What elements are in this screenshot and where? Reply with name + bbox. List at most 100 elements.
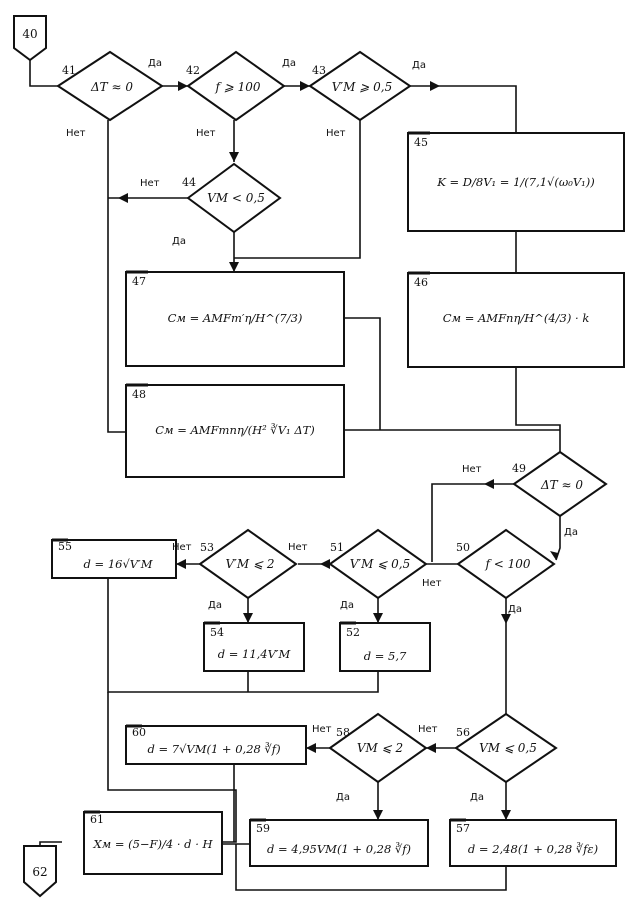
connector-57-merge (235, 844, 507, 891)
label-56-yes: Да (470, 792, 484, 803)
label-50-no: Нет (422, 578, 442, 589)
connector-43-45 (410, 85, 517, 133)
decision-56[interactable]: 56 VM ⩽ 0,5 (454, 712, 558, 784)
connector-merge-61 (107, 692, 237, 843)
decision-50[interactable]: 50 f < 100 (456, 528, 556, 600)
connector-40-41 (29, 60, 58, 87)
connector-46-49 (515, 368, 561, 452)
label-43-no: Нет (326, 128, 346, 139)
process-57-number: 57 (456, 822, 470, 835)
label-49-yes: Да (564, 527, 578, 538)
decision-53-number: 53 (200, 541, 214, 554)
decision-41[interactable]: 41 ΔT ≈ 0 (56, 50, 164, 122)
process-46-number: 46 (414, 276, 428, 289)
process-59-formula: d = 4,95VM(1 + 0,28 ∛f) (267, 842, 411, 856)
decision-49-condition: ΔT ≈ 0 (540, 478, 583, 492)
decision-41-number: 41 (62, 64, 76, 77)
process-54-number: 54 (210, 626, 224, 639)
decision-51-number: 51 (330, 541, 344, 554)
decision-50-condition: f < 100 (484, 557, 530, 571)
process-59-number: 59 (256, 822, 270, 835)
decision-42-number: 42 (186, 64, 200, 77)
label-53-no: Нет (172, 542, 192, 553)
decision-49[interactable]: 49 ΔT ≈ 0 (512, 450, 608, 518)
process-45-number: 45 (414, 136, 428, 149)
connectors (29, 60, 561, 891)
label-44-no: Нет (140, 178, 160, 189)
process-59[interactable]: 59 d = 4,95VM(1 + 0,28 ∛f) (249, 818, 429, 867)
process-61-number: 61 (90, 813, 104, 826)
terminal-40[interactable]: 40 (13, 15, 47, 62)
process-52-number: 52 (346, 626, 360, 639)
decision-43-condition: V′M ⩾ 0,5 (332, 80, 392, 94)
label-49-no: Нет (462, 464, 482, 475)
process-47[interactable]: 47 Cм = AMFm′η/H^(7/3) (125, 270, 345, 367)
label-58-no: Нет (312, 724, 332, 735)
process-47-formula: Cм = AMFm′η/H^(7/3) (168, 311, 303, 325)
terminal-62[interactable]: 62 (23, 845, 57, 898)
process-45[interactable]: 45 K = D/8V₁ = 1/(7,1√(ω₀V₁)) (407, 131, 625, 232)
process-45-formula: K = D/8V₁ = 1/(7,1√(ω₀V₁)) (436, 175, 594, 189)
process-52[interactable]: 52 d = 5,7 (339, 621, 431, 672)
process-60[interactable]: 60 d = 7√VM(1 + 0,28 ∛f) (125, 724, 307, 765)
decision-56-number: 56 (456, 726, 470, 739)
label-44-yes: Да (172, 236, 186, 247)
decision-44[interactable]: 44 VM < 0,5 (182, 162, 282, 234)
label-51-yes: Да (340, 600, 354, 611)
connector-43-47 (234, 120, 361, 259)
label-41-no: Нет (66, 128, 86, 139)
terminal-62-label: 62 (32, 865, 47, 879)
decision-51[interactable]: 51 V′M ⩽ 0,5 (328, 528, 428, 600)
connector-49-50 (555, 516, 561, 561)
label-50-yes: Да (508, 604, 522, 615)
process-52-formula: d = 5,7 (364, 649, 407, 663)
decision-58-number: 58 (336, 726, 350, 739)
connector-55-merge (107, 578, 379, 693)
process-55-number: 55 (58, 540, 72, 553)
process-60-number: 60 (132, 726, 146, 739)
process-46-formula: Cм = AMFnη/H^(4/3) · k (443, 311, 590, 325)
process-48-formula: Cм = AMFmnη/(H² ∛V₁ ΔT) (155, 423, 315, 437)
decision-44-condition: VM < 0,5 (207, 191, 265, 205)
process-61[interactable]: 61 Xм = (5−F)/4 · d · H (83, 810, 223, 875)
process-54[interactable]: 54 d = 11,4V′M (203, 621, 305, 672)
decision-53-condition: V′M ⩽ 2 (226, 557, 275, 571)
decision-43[interactable]: 43 V′M ⩾ 0,5 (308, 50, 412, 122)
process-48-number: 48 (132, 388, 146, 401)
process-55-formula: d = 16√V′M (84, 557, 154, 571)
process-55[interactable]: 55 d = 16√V′M (51, 538, 177, 579)
process-57[interactable]: 57 d = 2,48(1 + 0,28 ∛fε) (449, 818, 617, 867)
terminal-40-label: 40 (22, 27, 37, 41)
process-61-formula: Xм = (5−F)/4 · d · H (92, 837, 213, 851)
decision-42[interactable]: 42 V′M ⩾ 0,5 f ⩾ 100 (186, 50, 286, 122)
connector-47-merge (344, 317, 381, 430)
arrowheads (118, 81, 558, 820)
decision-58[interactable]: 58 VM ⩽ 2 (328, 712, 428, 784)
decision-56-condition: VM ⩽ 0,5 (479, 741, 537, 755)
decision-53[interactable]: 53 V′M ⩽ 2 (198, 528, 298, 600)
label-42-no: Нет (196, 128, 216, 139)
label-43-yes: Да (412, 60, 426, 71)
decision-42-condition: f ⩾ 100 (214, 80, 260, 94)
decision-43-number: 43 (312, 64, 326, 77)
decision-51-condition: V′M ⩽ 0,5 (350, 557, 410, 571)
label-51-no: Нет (288, 542, 308, 553)
label-42-yes: Да (282, 58, 296, 69)
label-53-yes: Да (208, 600, 222, 611)
process-48[interactable]: 48 Cм = AMFmnη/(H² ∛V₁ ΔT) (125, 383, 345, 478)
process-54-formula: d = 11,4V′M (218, 647, 292, 661)
decision-49-number: 49 (512, 462, 526, 475)
decision-41-condition: ΔT ≈ 0 (90, 80, 133, 94)
decision-44-number: 44 (182, 176, 196, 189)
process-57-formula: d = 2,48(1 + 0,28 ∛fε) (468, 842, 598, 856)
process-47-number: 47 (132, 275, 146, 288)
process-60-formula: d = 7√VM(1 + 0,28 ∛f) (147, 742, 280, 756)
connector-41-48 (107, 120, 126, 433)
label-41-yes: Да (148, 58, 162, 69)
decision-50-number: 50 (456, 541, 470, 554)
label-56-no: Нет (418, 724, 438, 735)
branch-labels: Да Да Да Нет Нет Нет Нет Да Нет Да Нет Д… (66, 58, 578, 803)
label-58-yes: Да (336, 792, 350, 803)
process-46[interactable]: 46 Cм = AMFnη/H^(4/3) · k (407, 271, 625, 368)
